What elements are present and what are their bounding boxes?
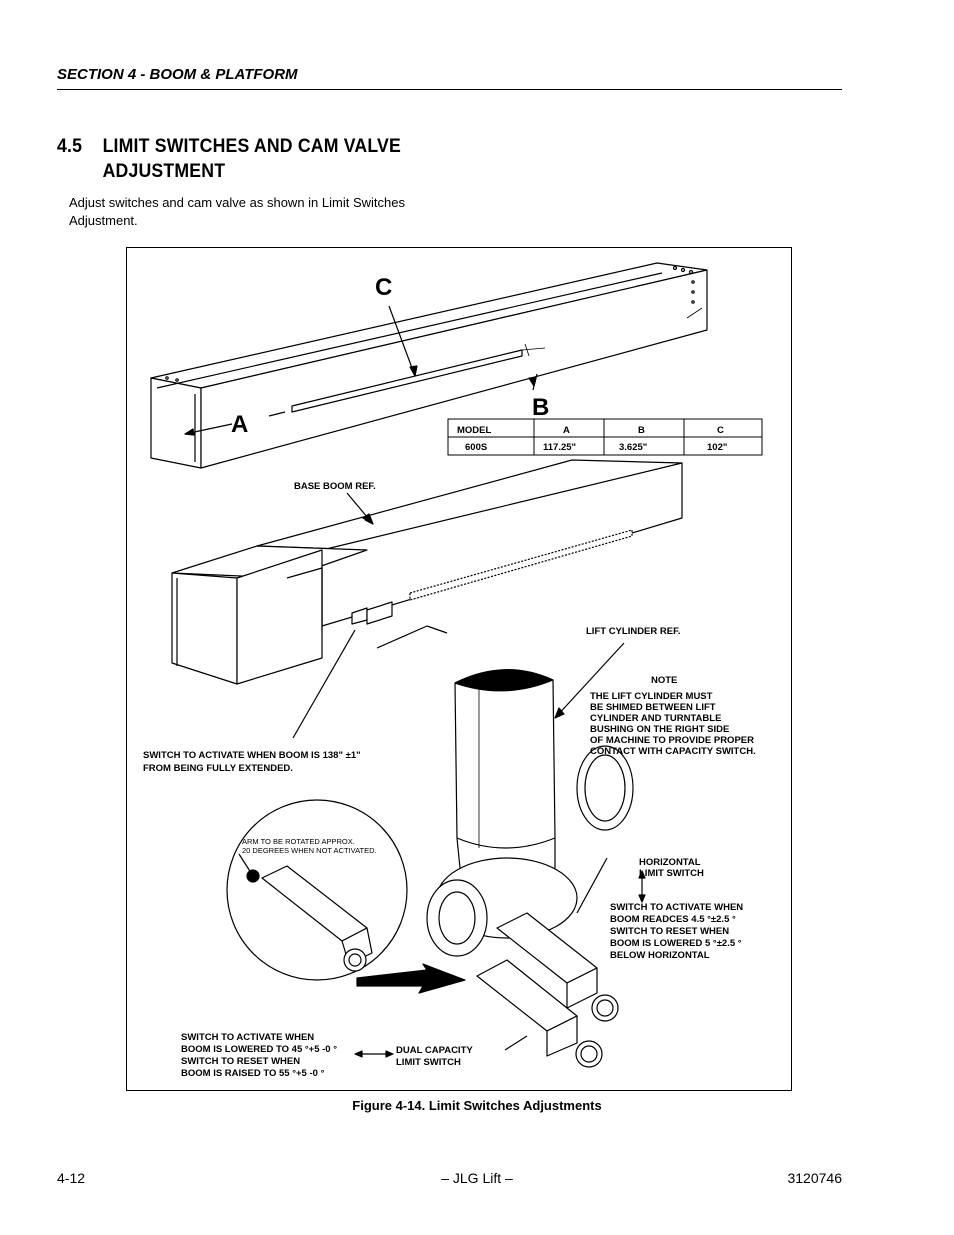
- table-header-model: MODEL: [457, 425, 492, 436]
- letter-a: A: [231, 411, 248, 438]
- document-number: 3120746: [787, 1170, 842, 1186]
- table-cell-c: 102": [707, 442, 727, 453]
- boom-base-section: [171, 459, 683, 685]
- svg-text:ARM TO BE ROTATED APPROX.: ARM TO BE ROTATED APPROX.: [242, 837, 355, 846]
- header-rule: [57, 89, 842, 90]
- bushing-ring: [576, 745, 634, 831]
- svg-text:BELOW HORIZONTAL: BELOW HORIZONTAL: [610, 950, 710, 961]
- lift-cylinder-ref-label: LIFT CYLINDER REF.: [586, 626, 680, 637]
- detail-inset-circle: [226, 799, 408, 981]
- dual-switch-leader: [504, 1035, 528, 1051]
- table-header-c: C: [717, 425, 724, 436]
- boom-beam-top: [150, 262, 708, 469]
- svg-text:CYLINDER AND TURNTABLE: CYLINDER AND TURNTABLE: [590, 713, 721, 724]
- svg-text:BUSHING ON THE RIGHT SIDE: BUSHING ON THE RIGHT SIDE: [590, 724, 729, 735]
- heading-line2: ADJUSTMENT: [102, 161, 226, 182]
- table-header-a: A: [563, 425, 570, 436]
- svg-text:BOOM IS LOWERED TO 45 °+5 -0 °: BOOM IS LOWERED TO 45 °+5 -0 °: [181, 1044, 337, 1055]
- svg-text:FROM BEING FULLY EXTENDED.: FROM BEING FULLY EXTENDED.: [143, 763, 293, 774]
- svg-text:SWITCH TO ACTIVATE WHEN: SWITCH TO ACTIVATE WHEN: [181, 1032, 314, 1043]
- svg-text:THE LIFT CYLINDER MUST: THE LIFT CYLINDER MUST: [590, 691, 713, 702]
- arm-rotation-label: ARM TO BE ROTATED APPROX. 20 DEGREES WHE…: [242, 837, 377, 855]
- svg-text:BOOM IS RAISED TO 55 °+5 -0 °: BOOM IS RAISED TO 55 °+5 -0 °: [181, 1068, 325, 1079]
- section-header: SECTION 4 - BOOM & PLATFORM: [57, 66, 298, 83]
- figure-caption: Figure 4-14. Limit Switches Adjustments: [352, 1098, 602, 1113]
- dimension-c-leader: [388, 305, 416, 377]
- intro-paragraph: Adjust switches and cam valve as shown i…: [69, 195, 405, 228]
- dual-switch-label: DUAL CAPACITY LIMIT SWITCH: [396, 1045, 473, 1068]
- limit-switch-illustration: C A B MODEL A B C 600S 117.25" 3.625" 10…: [143, 262, 763, 1079]
- table-cell-a: 117.25": [543, 442, 576, 453]
- svg-text:BE SHIMED BETWEEN LIFT: BE SHIMED BETWEEN LIFT: [590, 702, 716, 713]
- svg-text:BOOM READCES 4.5 °±2.5 °: BOOM READCES 4.5 °±2.5 °: [610, 914, 736, 925]
- dual-capacity-switch: [476, 959, 603, 1068]
- horizontal-limit-switch: [496, 912, 619, 1022]
- lowered-switch-label: SWITCH TO ACTIVATE WHEN BOOM IS LOWERED …: [181, 1032, 337, 1079]
- svg-text:BOOM IS LOWERED 5 °±2.5 °: BOOM IS LOWERED 5 °±2.5 °: [610, 938, 742, 949]
- letter-c: C: [375, 274, 392, 301]
- svg-text:DUAL CAPACITY: DUAL CAPACITY: [396, 1045, 473, 1056]
- horizontal-switch-label: HORIZONTAL LIMIT SWITCH: [639, 857, 704, 879]
- switch-extended-label: SWITCH TO ACTIVATE WHEN BOOM IS 138" ±1"…: [143, 750, 361, 774]
- figure-frame: C A B MODEL A B C 600S 117.25" 3.625" 10…: [126, 247, 792, 1091]
- svg-text:LIMIT SWITCH: LIMIT SWITCH: [639, 868, 704, 879]
- letter-b: B: [532, 394, 549, 421]
- svg-text:SWITCH TO RESET WHEN: SWITCH TO RESET WHEN: [610, 926, 729, 937]
- horizontal-switch-leader: [576, 857, 608, 914]
- note-title: NOTE: [651, 675, 677, 686]
- note-text: THE LIFT CYLINDER MUST BE SHIMED BETWEEN…: [590, 691, 756, 757]
- svg-text:SWITCH TO RESET WHEN: SWITCH TO RESET WHEN: [181, 1056, 300, 1067]
- svg-text:OF MACHINE TO PROVIDE PROPER: OF MACHINE TO PROVIDE PROPER: [590, 735, 754, 746]
- dimension-table: [447, 418, 763, 456]
- svg-text:CONTACT WITH CAPACITY SWITCH.: CONTACT WITH CAPACITY SWITCH.: [590, 746, 756, 757]
- footer-publisher: – JLG Lift –: [441, 1170, 513, 1186]
- page-number: 4-12: [57, 1170, 86, 1186]
- detail-pointer-arrow: [356, 963, 466, 994]
- lift-cylinder: [426, 669, 578, 957]
- section-heading: 4.5 LIMIT SWITCHES AND CAM VALVE ADJUSTME…: [57, 134, 401, 184]
- svg-text:HORIZONTAL: HORIZONTAL: [639, 857, 701, 868]
- lift-cylinder-leader: [554, 642, 625, 719]
- svg-text:SWITCH TO ACTIVATE WHEN BOOM I: SWITCH TO ACTIVATE WHEN BOOM IS 138" ±1": [143, 750, 361, 761]
- svg-text:SWITCH TO ACTIVATE WHEN: SWITCH TO ACTIVATE WHEN: [610, 902, 743, 913]
- table-header-b: B: [638, 425, 645, 436]
- switch-extended-leader: [292, 629, 356, 739]
- svg-text:LIMIT SWITCH: LIMIT SWITCH: [396, 1057, 461, 1068]
- table-cell-model: 600S: [465, 442, 487, 453]
- table-cell-b: 3.625": [619, 442, 647, 453]
- svg-text:20 DEGREES WHEN NOT ACTIVATED.: 20 DEGREES WHEN NOT ACTIVATED.: [242, 846, 377, 855]
- heading-number: 4.5: [57, 136, 83, 157]
- horizontal-switch-detail: SWITCH TO ACTIVATE WHEN BOOM READCES 4.5…: [610, 902, 743, 961]
- heading-line1: LIMIT SWITCHES AND CAM VALVE: [102, 136, 401, 157]
- base-boom-ref-label: BASE BOOM REF.: [294, 481, 376, 492]
